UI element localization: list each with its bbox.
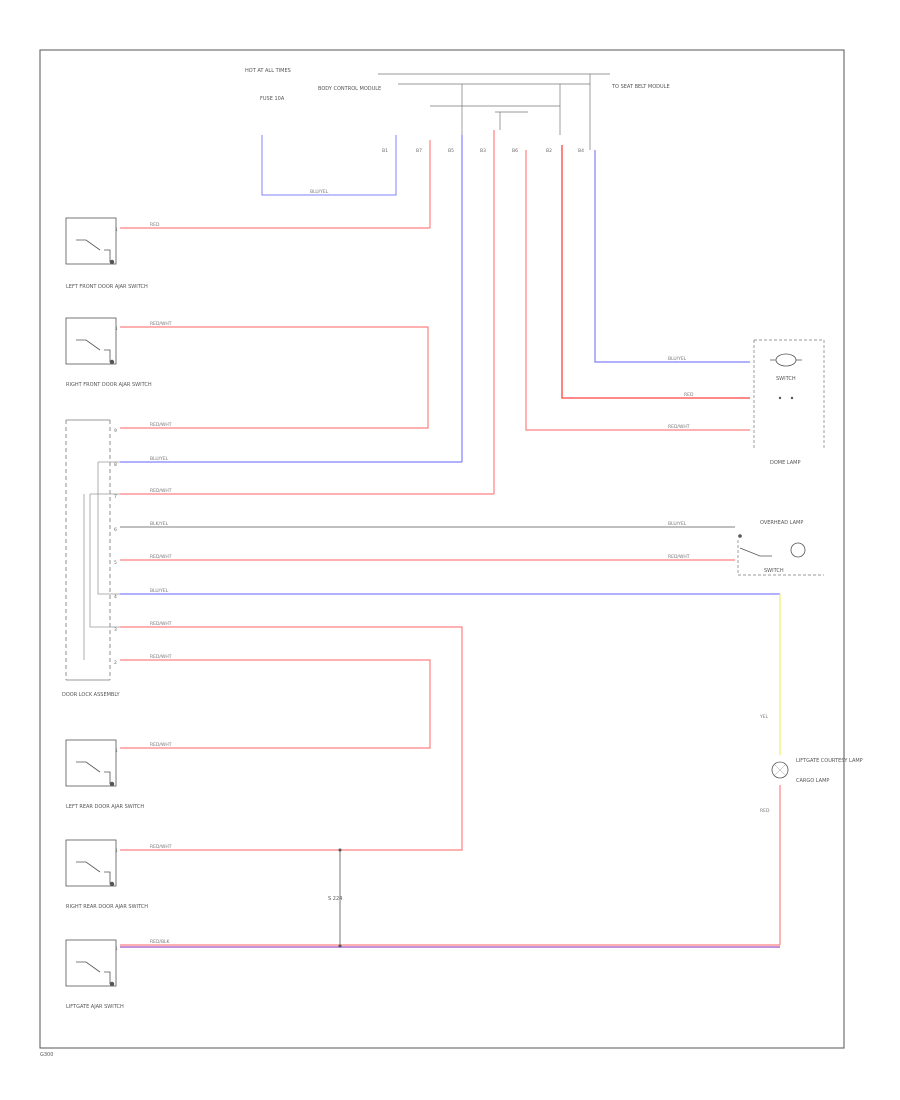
lr-door-switch: 1 LEFT REAR DOOR AJAR SWITCH [65,739,144,810]
liftgate-switch: 1 LIFTGATE AJAR SWITCH [65,939,124,1010]
hot-label: HOT AT ALL TIMES [245,68,291,74]
pin-sw4: 1 [115,848,118,854]
cargo-lamp-label: CARGO LAMP [796,778,829,784]
pin-b2: B2 [546,148,552,154]
wire-label-red-1: RED [150,222,160,228]
overhead-lamp-label: OVERHEAD LAMP [760,520,803,526]
rf-door-switch-label: RIGHT FRONT DOOR AJAR SWITCH [66,382,152,388]
wire-label-red-3: RED [760,808,770,814]
pin-dl3: 7 [114,494,117,500]
pin-dl8: 2 [114,660,117,666]
pin-sw3: 1 [115,748,118,754]
wire-label-red-wht-5: RED/WHT [668,554,690,560]
door-lock-assembly: 9 8 7 6 5 4 3 2 DOOR LOCK ASSEMBLY [62,419,120,698]
rr-door-switch: 1 RIGHT REAR DOOR AJAR SWITCH [65,839,148,910]
pin-sw1: 1 [115,227,118,233]
cargo-lamp: LIFTGATE COURTESY LAMP CARGO LAMP [771,758,863,784]
fuse-label: FUSE 10A [260,96,285,102]
diagram-border [39,49,845,1049]
rr-door-switch-label: RIGHT REAR DOOR AJAR SWITCH [66,904,148,910]
wire-label-red-wht-2: RED/WHT [150,422,172,428]
pin-dl2: 8 [114,462,117,468]
pin-sw2: 1 [115,326,118,332]
dome-lamp-switch-label: SWITCH [776,376,796,382]
lf-door-switch-label: LEFT FRONT DOOR AJAR SWITCH [66,284,148,290]
wire-label-red-wht-7: RED/WHT [150,654,172,660]
body-control-module: HOT AT ALL TIMES FUSE 10A BODY CONTROL M… [245,68,670,196]
splice-label: S 224 [328,896,342,902]
wire-label-red-wht-8: RED/WHT [150,742,172,748]
pin-b3: B3 [480,148,486,154]
wire-label-blu-yel-4: BLU/YEL [668,356,687,362]
pin-dl4: 6 [114,527,117,533]
seat-belt-note: TO SEAT BELT MODULE [611,84,670,90]
pin-b7: B7 [416,148,422,154]
footer-code: G300 [40,1052,53,1058]
wire-label-blu-yel-2: BLU/YEL [668,521,687,527]
lr-door-switch-label: LEFT REAR DOOR AJAR SWITCH [66,804,144,810]
lf-door-switch: 1 LEFT FRONT DOOR AJAR SWITCH [65,217,148,290]
wire-label-red-wht-6: RED/WHT [150,621,172,627]
dome-lamp: SWITCH DOME LAMP [753,339,825,466]
pin-dl6: 4 [114,594,117,600]
pin-dl5: 5 [114,560,117,566]
wire-label-blk-yel: BLK/YEL [150,521,169,527]
wire-label-yel: YEL [759,714,769,720]
pin-dl7: 3 [114,627,117,633]
wire-label-red-wht-10: RED/WHT [668,424,690,430]
wire-label-red-wht-1: RED/WHT [150,321,172,327]
overhead-lamp: OVERHEAD LAMP SWITCH [737,520,824,576]
wire-label-blu-yel-3: BLU/YEL [150,588,169,594]
pin-b1: B1 [382,148,388,154]
wire-label-blu-top: BLU/YEL [310,189,329,195]
liftgate-switch-label: LIFTGATE AJAR SWITCH [66,1004,124,1010]
pin-b5: B5 [448,148,454,154]
module-label: BODY CONTROL MODULE [318,86,381,92]
wire-label-red-wht-9: RED/WHT [150,844,172,850]
wire-label-red-2: RED [684,392,694,398]
pin-b4: B4 [578,148,584,154]
cargo-lamp-name: LIFTGATE COURTESY LAMP [796,758,863,764]
wire-label-red-wht-3: RED/WHT [150,488,172,494]
pin-dl1: 9 [114,428,117,434]
wire-label-red-blk: RED/BLK [150,939,171,945]
wire-label-blu-yel-1: BLU/YEL [150,456,169,462]
pin-b6: B6 [512,148,518,154]
pin-sw5: 1 [115,946,118,952]
door-lock-assembly-label: DOOR LOCK ASSEMBLY [62,692,120,698]
dome-lamp-label: DOME LAMP [770,460,801,466]
overhead-switch-label: SWITCH [764,568,784,574]
rf-door-switch: 1 RIGHT FRONT DOOR AJAR SWITCH [65,317,152,388]
wire-label-red-wht-4: RED/WHT [150,554,172,560]
